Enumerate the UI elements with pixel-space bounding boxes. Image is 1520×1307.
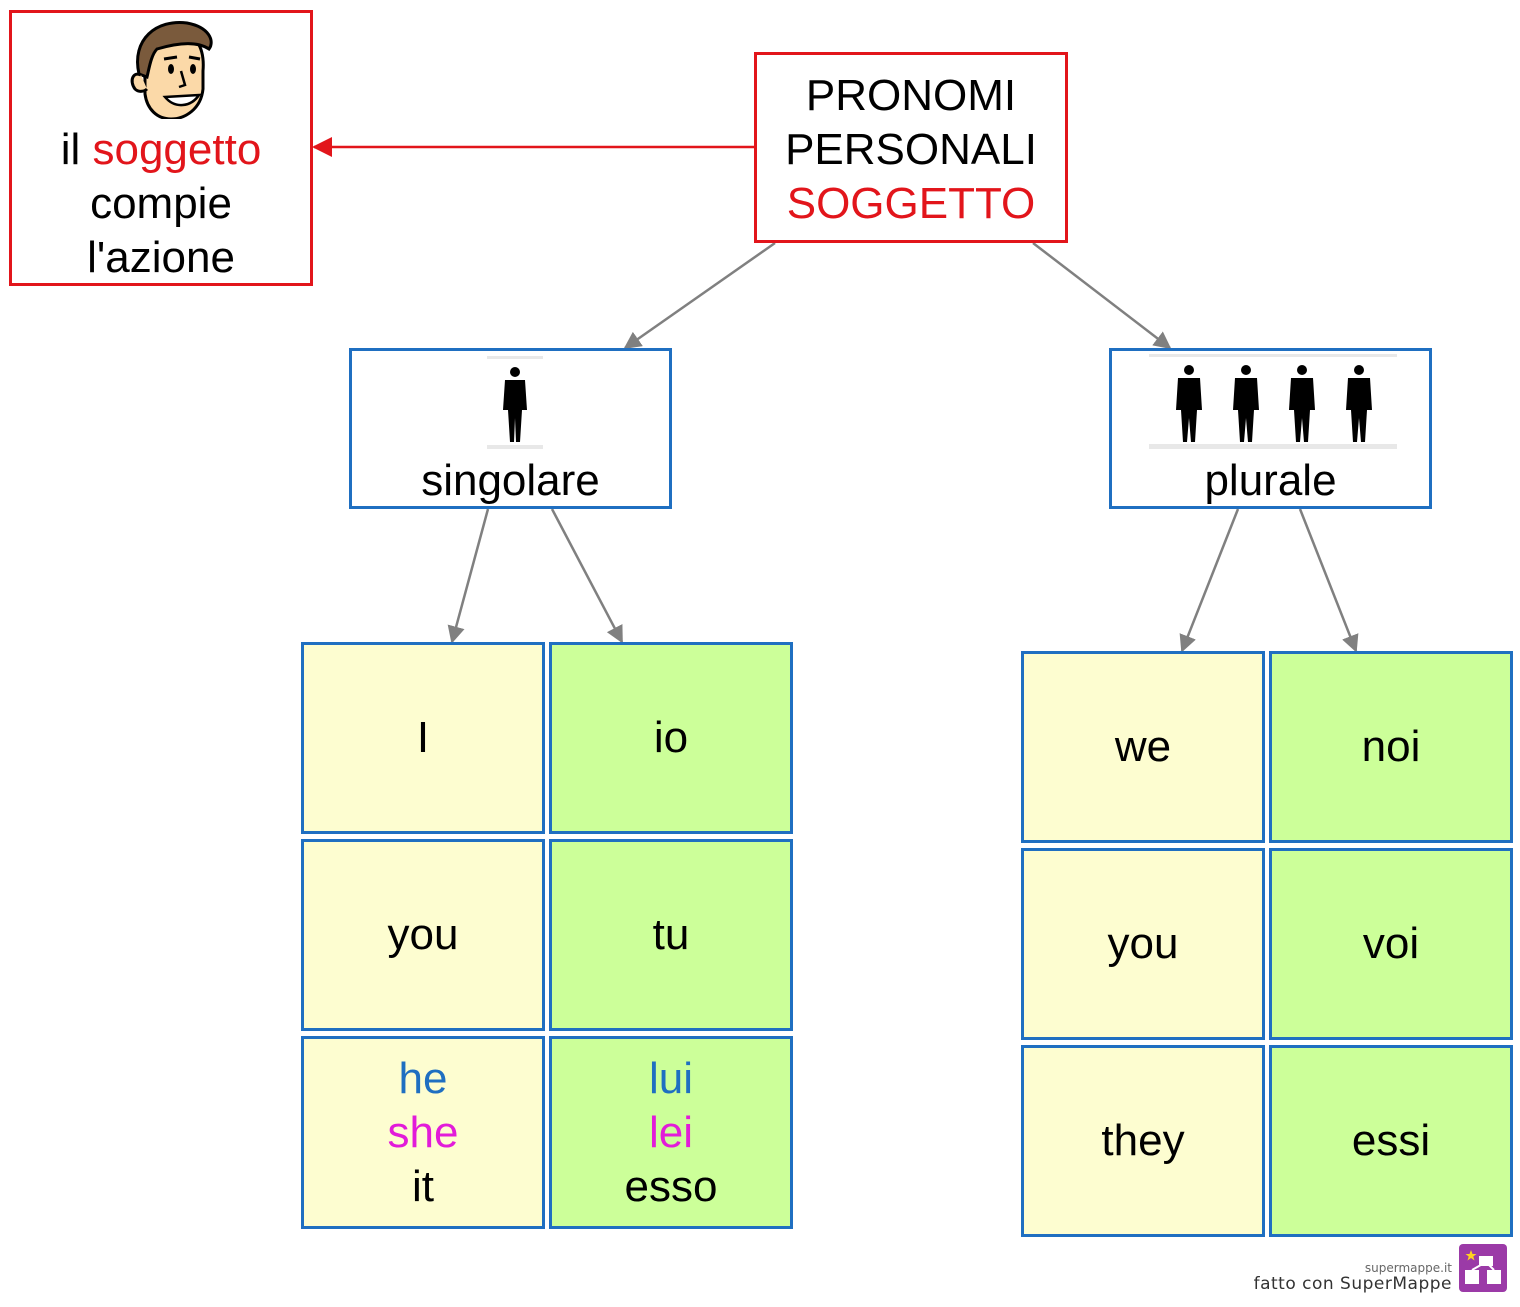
pronoun-it-lui: lui (648, 1053, 694, 1103)
definition-text: il soggetto compie l'azione (12, 123, 310, 285)
group-of-people-icon (1149, 354, 1397, 449)
singular-english-cell-2: you (301, 839, 545, 1031)
title-box: PRONOMI PERSONALI SOGGETTO (754, 52, 1068, 243)
pronoun-en-we: we (1114, 722, 1172, 771)
definition-word-il: il (60, 125, 81, 174)
plural-english-cell-3: they (1021, 1045, 1265, 1237)
title-text: PRONOMI PERSONALI SOGGETTO (757, 69, 1065, 231)
singular-box: singolare (349, 348, 672, 509)
pronoun-en-i: I (416, 713, 430, 762)
arrow-title-to-singular (623, 241, 776, 350)
man-face-icon (130, 21, 213, 119)
singular-english-cell-1: I (301, 642, 545, 834)
pronoun-it-essi: essi (1351, 1116, 1431, 1165)
plural-label: plurale (1204, 456, 1337, 505)
pronoun-it-io: io (653, 713, 689, 762)
definition-line-3: l'azione (87, 233, 235, 282)
plural-box: plurale (1109, 348, 1432, 509)
arrow-plural-to-italian (1298, 508, 1359, 653)
plural-english-cell-2: you (1021, 848, 1265, 1040)
pronoun-it-voi: voi (1362, 919, 1420, 968)
singular-italian-cell-1: io (549, 642, 793, 834)
arrow-singular-to-italian (550, 508, 624, 644)
footer-credit: fatto con SuperMappe (1253, 1274, 1452, 1294)
definition-line-2: compie (90, 179, 232, 228)
singular-english-cell-3: he she it (301, 1036, 545, 1229)
supermappe-logo (1459, 1244, 1507, 1292)
definition-line-1: il soggetto (12, 123, 310, 177)
person-silhouette-icon (487, 356, 543, 449)
pronoun-it-noi: noi (1361, 722, 1421, 771)
pronoun-en-they: they (1101, 1116, 1185, 1165)
plural-english-cell-1: we (1021, 651, 1265, 843)
pronoun-en-it: it (412, 1161, 434, 1211)
singular-italian-cell-2: tu (549, 839, 793, 1031)
pronoun-en-he: he (398, 1053, 448, 1103)
title-line-1: PRONOMI (805, 71, 1017, 120)
definition-word-soggetto: soggetto (92, 125, 262, 174)
plural-italian-cell-3: essi (1269, 1045, 1513, 1237)
plural-italian-cell-2: voi (1269, 848, 1513, 1040)
pronoun-en-she: she (387, 1107, 459, 1157)
arrow-plural-to-english (1179, 508, 1240, 653)
plural-italian-cell-1: noi (1269, 651, 1513, 843)
pronoun-en-you-plural: you (1107, 919, 1179, 968)
definition-box: il soggetto compie l'azione (9, 10, 313, 286)
singular-label: singolare (421, 456, 600, 505)
title-line-3: SOGGETTO (786, 179, 1036, 228)
singular-italian-cell-3: lui lei esso (549, 1036, 793, 1229)
pronoun-it-esso: esso (624, 1161, 718, 1211)
footer-site: supermappe.it (1364, 1261, 1452, 1275)
arrow-singular-to-english (447, 508, 490, 644)
pronoun-it-lei: lei (648, 1107, 694, 1157)
pronoun-it-tu: tu (652, 910, 690, 959)
arrow-title-to-plural (1032, 242, 1172, 350)
pronoun-en-you: you (387, 910, 459, 959)
title-line-2: PERSONALI (785, 125, 1037, 174)
